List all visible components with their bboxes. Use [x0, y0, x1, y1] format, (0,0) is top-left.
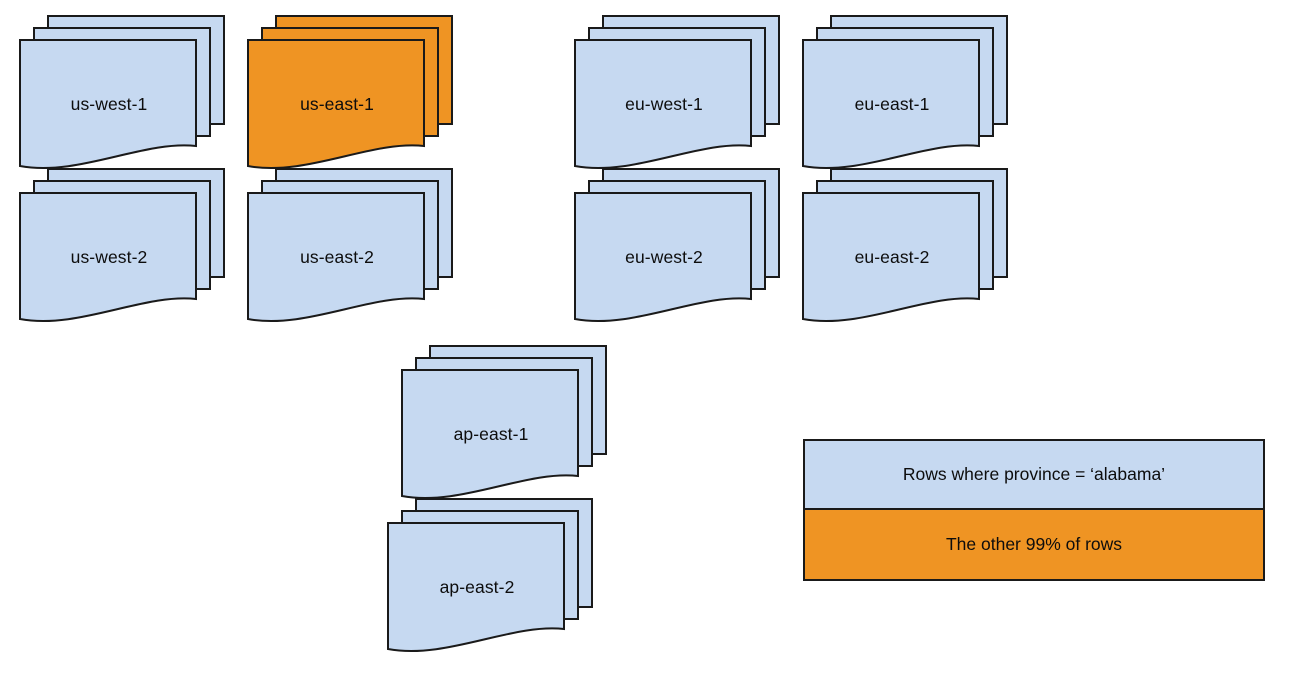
stack-front-sheet: [387, 522, 565, 653]
document-stack-eu-east-2[interactable]: eu-east-2: [802, 168, 1018, 334]
stack-front-sheet: [247, 39, 425, 170]
stack-front-sheet: [401, 369, 579, 500]
document-stack-ap-east-2[interactable]: ap-east-2: [387, 498, 603, 664]
document-stack-eu-west-2[interactable]: eu-west-2: [574, 168, 790, 334]
stack-front-sheet: [802, 39, 980, 170]
stack-front-sheet: [247, 192, 425, 323]
document-stack-us-west-2[interactable]: us-west-2: [19, 168, 235, 334]
stack-front-sheet: [574, 192, 752, 323]
legend: Rows where province = ‘alabama’ The othe…: [803, 439, 1265, 581]
document-stack-us-east-1[interactable]: us-east-1: [247, 15, 463, 181]
document-stack-eu-west-1[interactable]: eu-west-1: [574, 15, 790, 181]
legend-row-blue: Rows where province = ‘alabama’: [805, 441, 1263, 510]
stack-front-sheet: [19, 39, 197, 170]
stack-front-sheet: [19, 192, 197, 323]
document-stack-ap-east-1[interactable]: ap-east-1: [401, 345, 617, 511]
legend-label-orange: The other 99% of rows: [945, 534, 1123, 554]
legend-label-blue: Rows where province = ‘alabama’: [902, 464, 1166, 484]
document-stack-eu-east-1[interactable]: eu-east-1: [802, 15, 1018, 181]
document-stack-us-west-1[interactable]: us-west-1: [19, 15, 235, 181]
legend-row-orange: The other 99% of rows: [805, 510, 1263, 579]
document-stack-us-east-2[interactable]: us-east-2: [247, 168, 463, 334]
stack-front-sheet: [802, 192, 980, 323]
stack-front-sheet: [574, 39, 752, 170]
